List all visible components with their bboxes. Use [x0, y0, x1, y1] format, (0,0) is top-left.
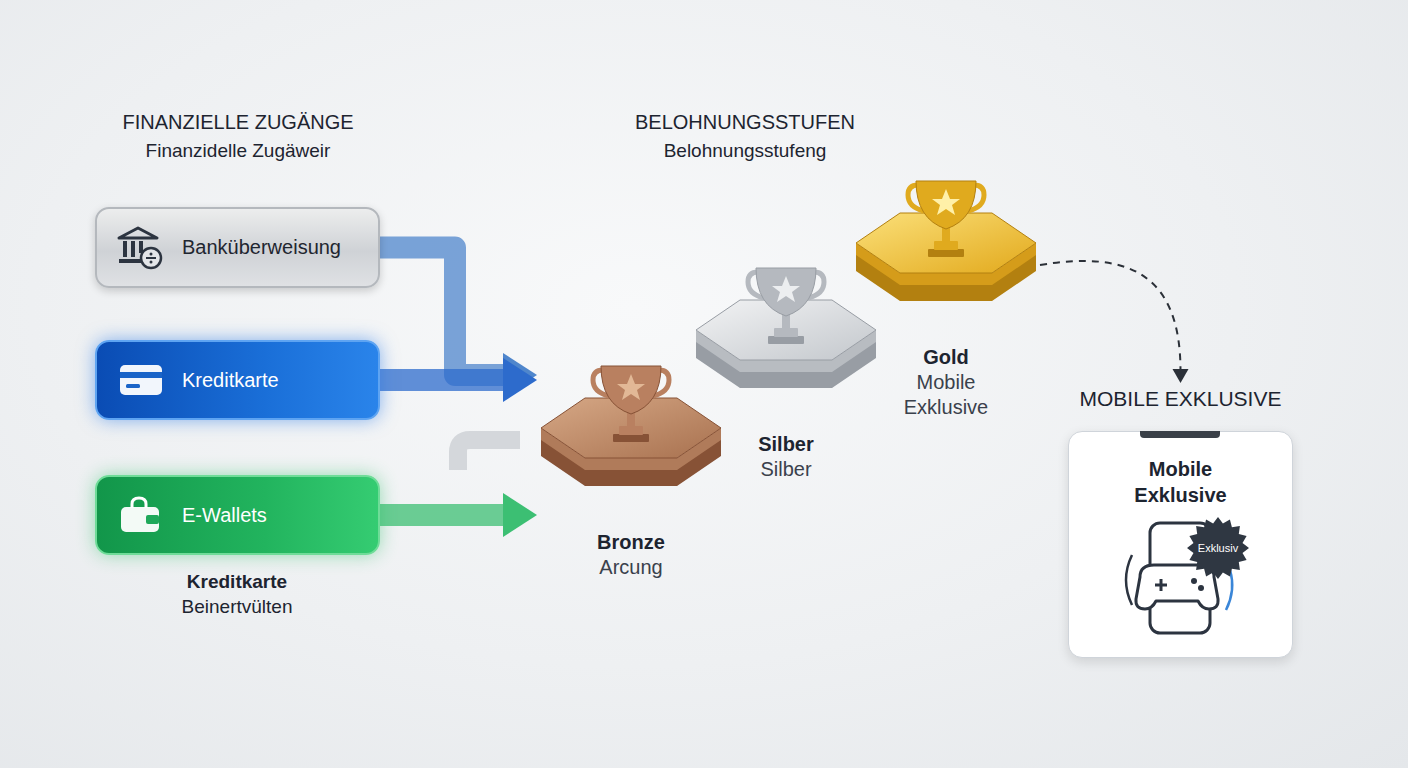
reward-podium: BronzeArcung — [537, 360, 725, 582]
connector — [380, 358, 537, 402]
payment-label: Banküberweisung — [182, 236, 341, 259]
mobile-card: MOBILE EXKLUSIVEMobile ExklusiveExklusiv — [1068, 383, 1293, 658]
tier-subtitle: Arcung — [571, 555, 691, 580]
reward-podium: GoldMobile Exklusive — [852, 175, 1040, 423]
podium-shape — [852, 175, 1040, 305]
podium-text-group: BronzeArcung — [537, 530, 725, 580]
note-label: Kreditkarte — [37, 570, 437, 593]
tier-name: Gold — [852, 345, 1040, 370]
column-heading: FINANZIELLE ZUGÄNGE — [38, 110, 438, 134]
connector — [1040, 261, 1189, 383]
exclusive-badge: Exklusiv — [1186, 516, 1250, 580]
arrow-head — [503, 493, 537, 537]
badge-text: Exklusiv — [1186, 540, 1250, 556]
podium-text-group: SilberSilber — [692, 432, 880, 482]
note-label: Beinertvülten — [37, 595, 437, 618]
card-heading: MOBILE EXKLUSIVE — [1048, 386, 1313, 412]
column-heading: Belohnungsstufeng — [545, 139, 945, 162]
payment-label: E-Wallets — [182, 504, 267, 527]
tier-name: Bronze — [537, 530, 725, 555]
podium-shape — [692, 262, 880, 392]
wallet-icon — [118, 494, 164, 536]
connector-shaft — [380, 504, 505, 526]
payment-box: Banküberweisung — [95, 207, 380, 288]
connector-shaft — [380, 369, 505, 391]
bank-icon — [116, 225, 164, 271]
reward-podium: SilberSilber — [692, 262, 880, 484]
column-heading: BELOHNUNGSSTUFEN — [545, 110, 945, 134]
phone-notch — [1140, 431, 1220, 438]
tier-subtitle: Silber — [726, 457, 846, 482]
payment-label: Kreditkarte — [182, 369, 279, 392]
column-heading: Finanzidelle Zugäweir — [38, 139, 438, 162]
card-title: Mobile Exklusive — [1106, 456, 1256, 508]
podium-shape — [537, 360, 725, 490]
arrow-head — [1173, 369, 1189, 383]
tier-name: Silber — [692, 432, 880, 457]
connector-shaft — [380, 248, 505, 376]
connector-dashed — [1040, 261, 1181, 371]
grey-pipe — [458, 440, 520, 470]
podium-text-group: GoldMobile Exklusive — [852, 345, 1040, 420]
connector — [380, 493, 537, 537]
credit-card-icon — [118, 362, 164, 398]
arrow-head — [503, 358, 537, 402]
tier-subtitle: Mobile Exklusive — [886, 370, 1006, 420]
